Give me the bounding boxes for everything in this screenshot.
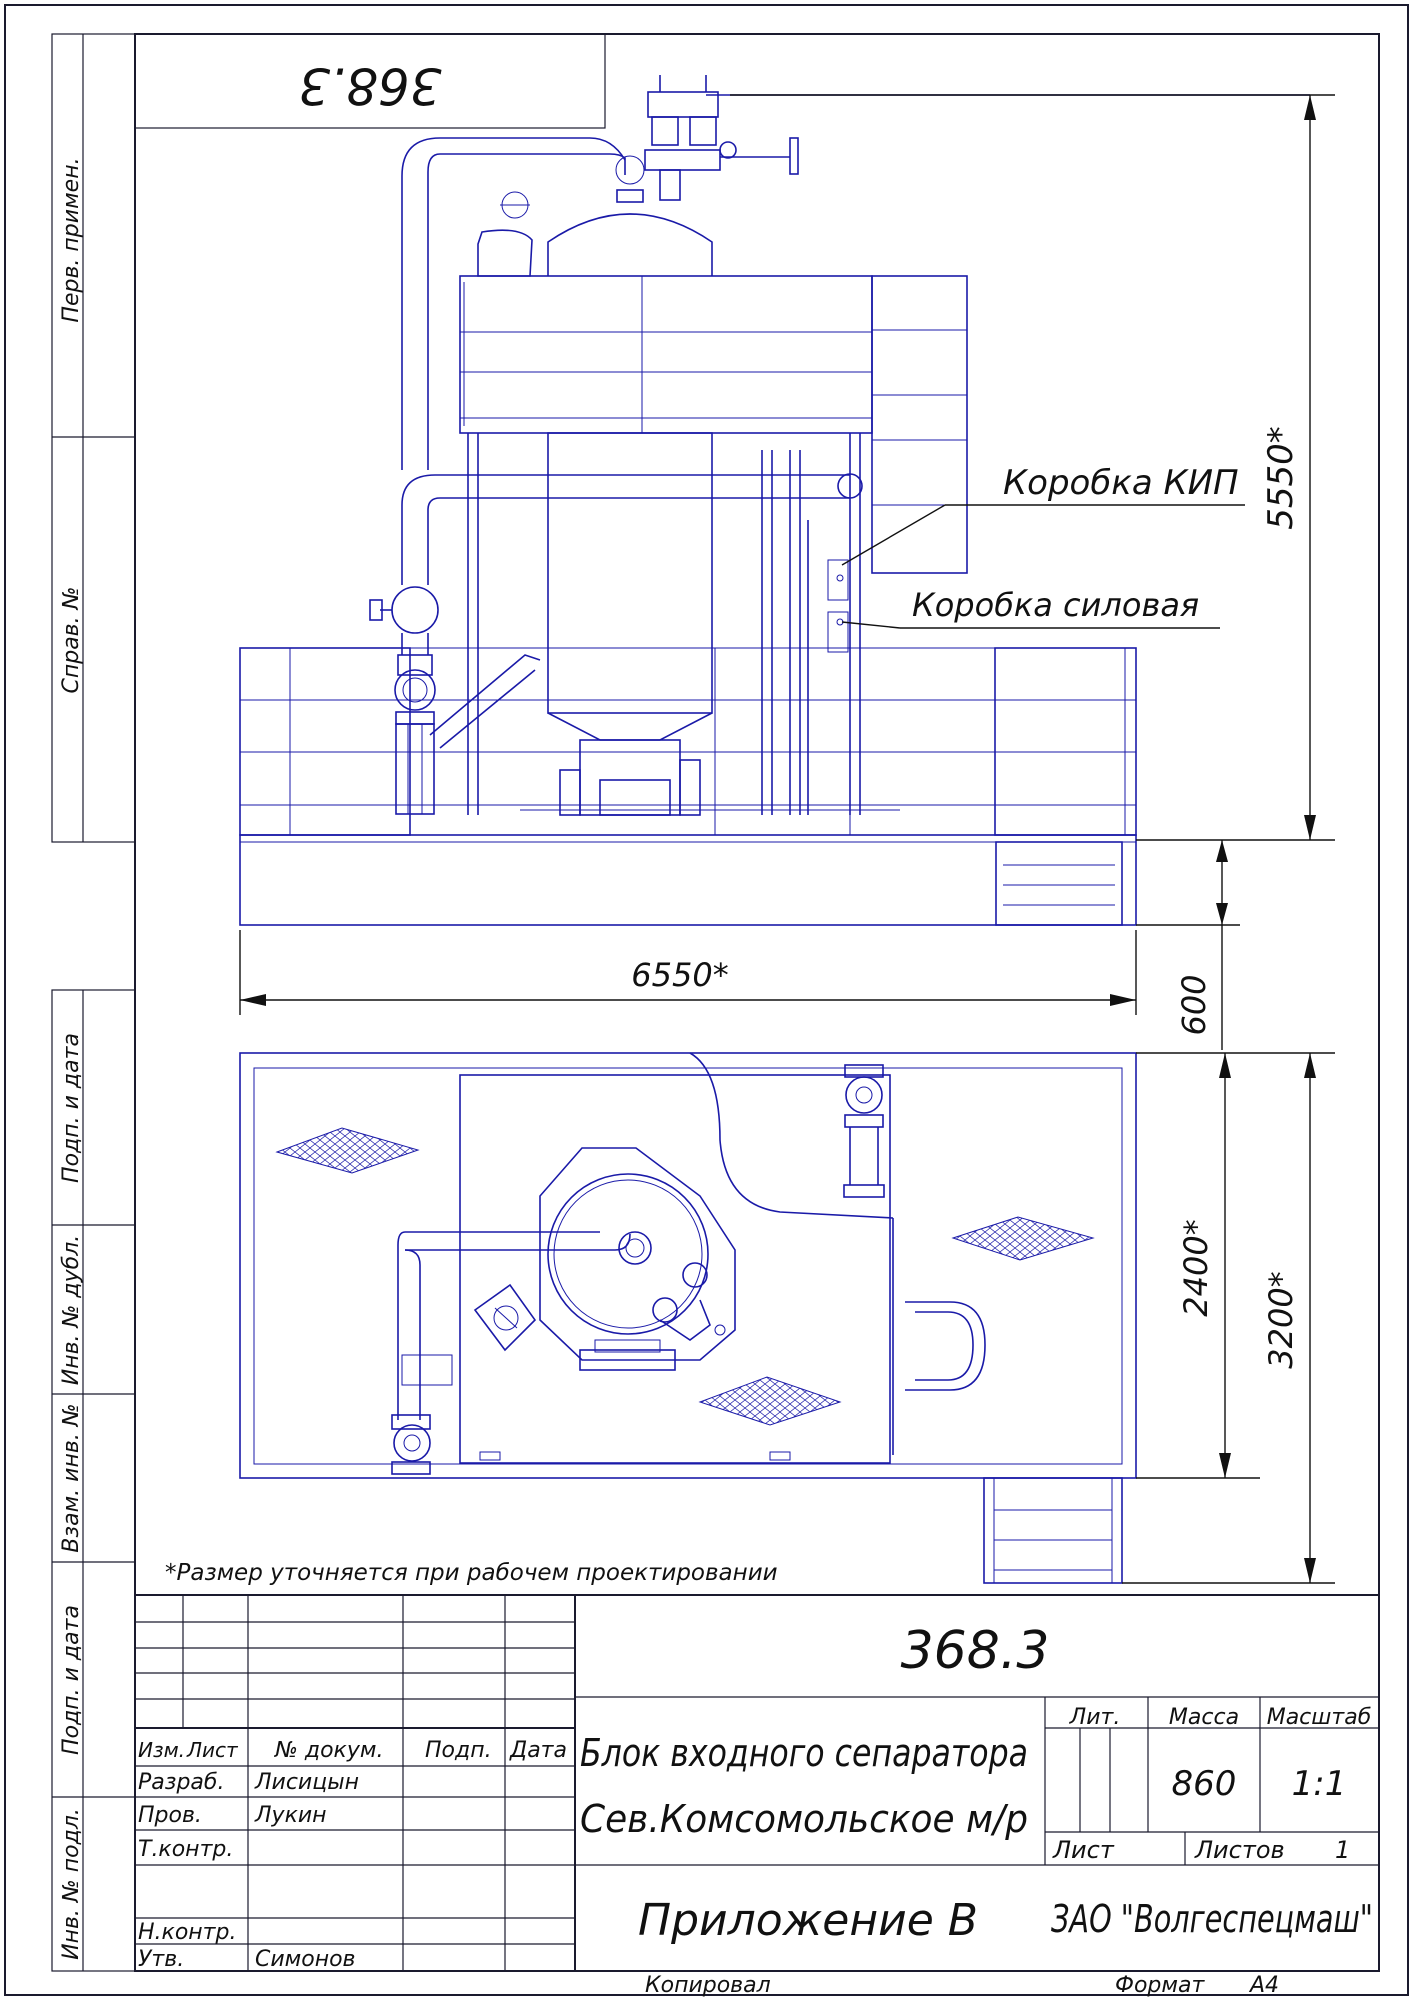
hdr-data: Дата: [509, 1738, 567, 1763]
title-line-1: Блок входного сепаратора: [580, 1731, 1028, 1775]
side-column-labels: Перв. примен. Справ. № Подп. и дата Инв.…: [59, 157, 84, 1959]
hdr-list: Лист: [186, 1738, 239, 1762]
sheets-label: Листов: [1194, 1836, 1285, 1864]
copied-label: Копировал: [645, 1973, 771, 1998]
front-elevation: [239, 75, 1310, 926]
role-t-kontr: Т.контр.: [138, 1837, 233, 1862]
document-code-rotated: 368.3: [298, 57, 441, 115]
dim-height-total: 5550*: [1261, 426, 1301, 530]
format-value: А4: [1248, 1973, 1279, 1998]
role-n-kontr: Н.контр.: [138, 1920, 236, 1945]
note-text: *Размер уточняется при рабочем проектиро…: [165, 1560, 778, 1586]
drawing-frame: [4, 4, 1409, 1996]
callout-power-box: Коробка силовая: [912, 586, 1199, 624]
side-label-inv-dubl: Инв. № дубл.: [59, 1235, 84, 1386]
format-label: Формат: [1115, 1973, 1205, 1998]
side-label-sprav-no: Справ. №: [59, 586, 84, 693]
hdr-doc-no: № докум.: [274, 1738, 383, 1763]
callout-leaders: [841, 504, 1245, 629]
name-prov: Лукин: [254, 1803, 327, 1828]
role-prov: Пров.: [138, 1803, 202, 1828]
mass-label: Масса: [1169, 1705, 1239, 1730]
side-label-vzam-inv: Взам. инв. №: [59, 1403, 84, 1552]
side-label-podp-data-1: Подп. и дата: [59, 1033, 84, 1183]
title-block-code: 368.3: [901, 1621, 1050, 1681]
scale-value: 1:1: [1292, 1764, 1347, 1804]
side-label-podp-data-2: Подп. и дата: [59, 1605, 84, 1755]
dim-width-total: 6550*: [631, 956, 728, 994]
scale-label: Масштаб: [1267, 1705, 1372, 1730]
title-block: [135, 1594, 1379, 1971]
role-razrab: Разраб.: [138, 1770, 224, 1795]
hdr-izm: Изм.: [138, 1738, 185, 1762]
role-utv: Утв.: [138, 1947, 184, 1972]
title-line-2: Сев.Комсомольское м/р: [580, 1797, 1028, 1841]
plan-view: [239, 1052, 1137, 1584]
subtitle: Приложение В: [638, 1895, 978, 1946]
mass-value: 860: [1172, 1764, 1237, 1804]
lit-label: Лит.: [1069, 1705, 1121, 1730]
name-utv: Симонов: [255, 1947, 356, 1972]
callout-kip-box: Коробка КИП: [1003, 463, 1239, 503]
dim-base-height: 600: [1175, 974, 1213, 1035]
dim-plan-outer: 3200*: [1262, 1271, 1300, 1368]
hdr-podp: Подп.: [425, 1738, 492, 1763]
side-label-inv-podl: Инв. № подл.: [59, 1808, 84, 1960]
name-razrab: Лисицын: [254, 1770, 359, 1795]
side-label-perv-primen: Перв. примен.: [59, 157, 84, 322]
dim-plan-inner: 2400*: [1177, 1219, 1215, 1316]
sheets-value: 1: [1335, 1836, 1350, 1864]
sheet-label: Лист: [1052, 1836, 1115, 1864]
front-dimensions: [239, 94, 1335, 1050]
company-name: ЗАО "Волгеспецмаш": [1051, 1897, 1373, 1941]
plan-dimensions: [1122, 1052, 1335, 1584]
